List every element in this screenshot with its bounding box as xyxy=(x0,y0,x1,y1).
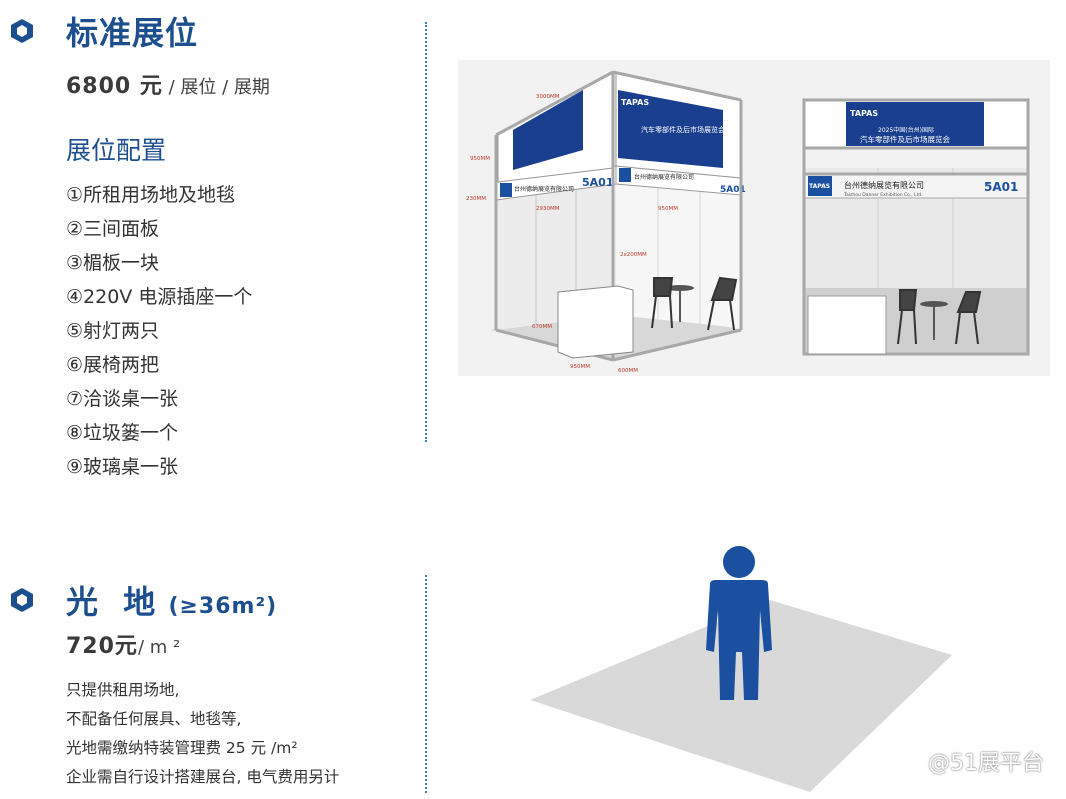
hexagon-bullet-icon xyxy=(11,19,33,43)
corner-fascia-company-2: 台州德纳展览有限公司 xyxy=(634,173,694,181)
std-booth-number: 5A01 xyxy=(984,180,1018,194)
raw-space-illustration xyxy=(530,546,952,792)
raw-space-description: 只提供租用场地, 不配备任何展具、地毯等, 光地需缴纳特装管理费 25 元 /m… xyxy=(66,676,339,792)
corner-booth-image: 台州德纳展览有限公司 台州德纳展览有限公司 5A01 5A01 TAPAS 汽车… xyxy=(466,70,746,374)
raw-price: 720元/ m ² xyxy=(66,628,180,660)
list-item: ⑨玻璃桌一张 xyxy=(66,456,179,478)
std-fascia-brand: TAPAS xyxy=(809,183,830,190)
std-banner-brand: TAPAS xyxy=(850,109,878,118)
dim-label: 600MM xyxy=(618,368,638,374)
list-item: ②三间面板 xyxy=(66,218,160,240)
dim-label: 2x200MM xyxy=(620,252,647,258)
std-banner-line2: 汽车零部件及后市场展览会 xyxy=(860,134,950,144)
dim-label: 3000MM xyxy=(536,94,560,100)
booth-config-title: 展位配置 xyxy=(66,136,167,165)
standard-price-unit: / 展位 / 展期 xyxy=(162,77,270,98)
floor-area xyxy=(530,600,952,792)
description-line: 不配备任何展具、地毯等, xyxy=(66,710,242,728)
booth-illustration: 台州德纳展览有限公司 台州德纳展览有限公司 5A01 5A01 TAPAS 汽车… xyxy=(458,60,1050,376)
standard-price: 6800 元 / 展位 / 展期 xyxy=(66,68,270,100)
corner-booth-number-2: 5A01 xyxy=(720,185,746,195)
dim-label: 670MM xyxy=(532,324,552,330)
list-item: ⑤射灯两只 xyxy=(66,320,160,342)
hexagon-bullet-icon xyxy=(11,588,33,612)
list-item: ④220V 电源插座一个 xyxy=(66,286,253,308)
raw-space-title-main: 光 地 xyxy=(66,583,157,621)
divider-dotted xyxy=(425,22,427,442)
standard-booth-title: 标准展位 xyxy=(66,14,199,52)
standard-price-value: 6800 元 xyxy=(66,74,163,99)
dim-label: 950MM xyxy=(470,156,490,162)
raw-space-title-sub: (≥36m²) xyxy=(168,594,278,619)
description-line: 只提供租用场地, xyxy=(66,681,180,699)
corner-fascia-company: 台州德纳展览有限公司 xyxy=(514,185,574,193)
raw-space-title: 光 地 (≥36m²) xyxy=(66,577,277,623)
person-icon xyxy=(706,546,772,700)
watermark: @51展平台 xyxy=(928,751,1044,776)
list-item: ⑦洽谈桌一张 xyxy=(66,388,179,410)
dim-label: 950MM xyxy=(570,364,590,370)
corner-banner-title: 汽车零部件及后市场展览会 xyxy=(641,125,725,134)
divider-dotted xyxy=(425,575,427,793)
corner-banner-brand: TAPAS xyxy=(621,98,649,107)
list-item: ③楣板一块 xyxy=(66,252,160,274)
standard-booth-image: TAPAS 2025中国(台州)国际 汽车零部件及后市场展览会 TAPAS 台州… xyxy=(802,98,1030,356)
description-line: 企业需自行设计搭建展台, 电气费用另计 xyxy=(66,768,340,786)
raw-price-value: 720元 xyxy=(66,634,138,659)
std-fascia-company: 台州德纳展览有限公司 xyxy=(844,180,924,190)
dim-label: 950MM xyxy=(658,206,678,212)
dim-label: 230MM xyxy=(466,196,486,202)
list-item: ①所租用场地及地毯 xyxy=(66,184,236,206)
list-item: ⑧垃圾篓一个 xyxy=(66,422,179,444)
description-line: 光地需缴纳特装管理费 25 元 /m² xyxy=(66,739,298,757)
raw-price-unit: / m ² xyxy=(137,637,181,658)
dim-label: 2930MM xyxy=(536,206,560,212)
booth-config-list: ①所租用场地及地毯 ②三间面板 ③楣板一块 ④220V 电源插座一个 ⑤射灯两只… xyxy=(66,178,252,484)
std-banner-line1: 2025中国(台州)国际 xyxy=(878,126,934,134)
list-item: ⑥展椅两把 xyxy=(66,354,160,376)
std-fascia-company-en: Taizhou Danner Exhibition Co., Ltd. xyxy=(843,192,923,198)
corner-booth-number: 5A01 xyxy=(582,176,613,189)
